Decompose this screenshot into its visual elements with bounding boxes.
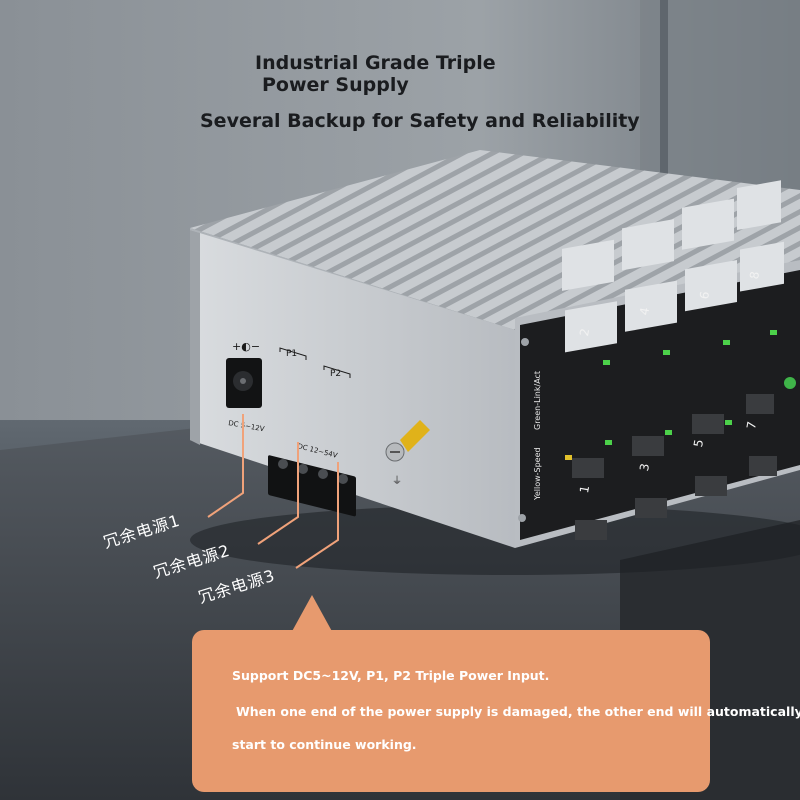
callout-line-1: Support DC5~12V, P1, P2 Triple Power Inp… (232, 668, 550, 683)
p2-label: P2 (330, 369, 341, 379)
port-number: 7 (744, 420, 759, 430)
port-5 (685, 260, 737, 496)
rj45-ports (562, 180, 784, 540)
speed-label: Yellow-Speed (533, 447, 542, 501)
callout-line-2: When one end of the power supply is dama… (236, 704, 800, 719)
port-number: 1 (577, 484, 592, 494)
port-6 (682, 198, 734, 434)
heat-sink-fins (190, 150, 800, 330)
terminal-block (268, 455, 356, 517)
heading-line-2: Power Supply (262, 74, 409, 96)
info-callout (192, 630, 710, 792)
port-number: 6 (697, 290, 712, 300)
port-1 (565, 301, 617, 540)
port-number: 3 (637, 462, 652, 472)
port-number: 8 (747, 270, 762, 280)
port-2 (562, 239, 614, 478)
port-number: 2 (577, 327, 592, 337)
side-panel (190, 230, 515, 548)
ground-screw: ⏚ (385, 420, 430, 487)
port-number: 5 (691, 438, 706, 448)
svg-text:+◐−: +◐− (232, 340, 260, 353)
callout-line-3: start to continue working. (232, 737, 417, 752)
port-8 (737, 180, 781, 414)
port-number: 4 (637, 306, 652, 316)
leader-lines (207, 414, 339, 569)
callout-pointer (290, 595, 334, 635)
port-4 (622, 219, 674, 456)
p1-label: P1 (286, 349, 297, 359)
port-7 (740, 241, 784, 476)
heading-subtitle: Several Backup for Safety and Reliabilit… (200, 110, 640, 132)
link-act-label: Green-Link/Act (533, 371, 542, 430)
heading-line-1: Industrial Grade Triple (255, 52, 496, 74)
port-3 (625, 280, 677, 518)
svg-text:⏚: ⏚ (392, 475, 402, 487)
